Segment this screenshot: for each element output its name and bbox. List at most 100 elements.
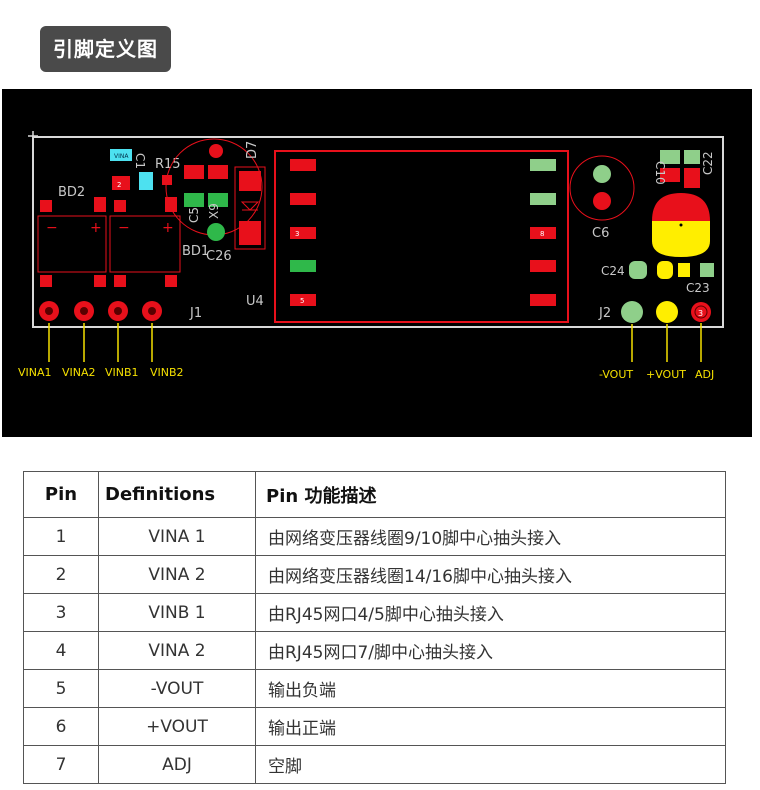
u4-pad-5-label: 5: [300, 297, 304, 305]
u4-pad-5: [290, 294, 316, 306]
j2-pad-3-label: 3: [698, 309, 703, 318]
c5-label: C5: [187, 207, 201, 223]
bd1-pad-4: [165, 275, 177, 287]
callout-vina2: VINA2: [62, 366, 96, 379]
diode-icon: [240, 201, 260, 211]
left-callout-lines: [48, 323, 153, 362]
j1-hole-2: [80, 307, 88, 315]
j2-pad-adj: [691, 302, 711, 322]
pin-definition: VINB 1: [98, 593, 256, 632]
r15-label: R15: [155, 157, 181, 172]
table-row: 2 VINA 2 由网络变压器线圈14/16脚中心抽头接入: [23, 555, 726, 594]
u4-pad-7: [530, 260, 556, 272]
u4-pad-2: [290, 193, 316, 205]
pin-definition: -VOUT: [98, 669, 256, 708]
c24-pad-a: [629, 261, 647, 279]
table-row: 5 -VOUT 输出负端: [23, 669, 726, 708]
bd1-minus: −: [118, 220, 130, 236]
header-pin: Pin: [23, 471, 99, 518]
d7-pad-b: [239, 221, 261, 245]
d7-pad-a: [239, 171, 261, 191]
c24-label: C24: [601, 264, 625, 278]
pin-number: 2: [23, 555, 99, 594]
u4-pad-3-label: 3: [295, 230, 299, 238]
vina-chip-label: VINA: [114, 153, 129, 160]
pin-description: 由RJ45网口4/5脚中心抽头接入: [255, 593, 726, 632]
c6-outline: [569, 155, 635, 221]
j1-hole-4: [148, 307, 156, 315]
r15-pad-b: [208, 165, 228, 179]
c6-pad-b: [593, 192, 611, 210]
r15-pad-a: [184, 165, 204, 179]
c22-pad-c: [684, 176, 700, 188]
j1-hole-3: [114, 307, 122, 315]
d7-label: D7: [245, 141, 260, 159]
bd2-label: BD2: [58, 185, 85, 200]
bd2-outline: [37, 215, 107, 273]
u4-pad-10: [530, 159, 556, 171]
c1-label: C1: [133, 153, 147, 169]
j1-hole-1: [45, 307, 53, 315]
c5-pad-a: [184, 193, 204, 207]
bd2-minus: −: [46, 220, 58, 236]
pin-number: 4: [23, 631, 99, 670]
board-outline: [32, 136, 724, 328]
pin-definition-table: Pin Definitions Pin 功能描述 1 VINA 1 由网络变压器…: [23, 471, 726, 784]
c24-pad-b: [657, 261, 673, 279]
c23-label: C23: [686, 281, 710, 295]
c10-pad-a: [660, 150, 680, 164]
c26-pad-top: [209, 144, 223, 158]
u4-pad-6: [530, 294, 556, 306]
j2-label: J2: [598, 306, 611, 321]
pin-definition: ADJ: [98, 745, 256, 784]
pin-number: 7: [23, 745, 99, 784]
pin-definition: VINA 1: [98, 517, 256, 556]
pin-number: 1: [23, 517, 99, 556]
bd2-plus: +: [90, 220, 102, 236]
c10-label: C10: [653, 161, 667, 185]
bd1-outline: [109, 215, 181, 273]
callout-vinb2: VINB2: [150, 366, 184, 379]
c6-pad-a: [593, 165, 611, 183]
j2-pad-adj-ring: [694, 305, 708, 319]
pad-2-label: 2: [117, 181, 121, 189]
bd2-pad-4: [94, 275, 106, 287]
inductor-bottom: [652, 221, 710, 257]
pin-description: 由网络变压器线圈14/16脚中心抽头接入: [255, 555, 726, 594]
x9-label: X9: [207, 203, 221, 219]
page-title: 引脚定义图: [40, 26, 171, 72]
c6-label: C6: [592, 226, 609, 241]
vina-chip: [110, 149, 132, 161]
pin-number: 6: [23, 707, 99, 746]
pin-description: 输出正端: [255, 707, 726, 746]
r15-pad: [162, 175, 172, 185]
bd1-plus: +: [162, 220, 174, 236]
u4-pad-8-label: 8: [540, 230, 544, 238]
inductor-center-dot: [679, 223, 683, 227]
u4-pad-9: [530, 193, 556, 205]
table-row: 6 +VOUT 输出正端: [23, 707, 726, 746]
j1-label: J1: [189, 306, 202, 321]
bd2-pad-3: [40, 275, 52, 287]
u4-label: U4: [246, 294, 264, 309]
cyan-pad: [139, 172, 153, 190]
pcb-background: [2, 89, 752, 437]
pin-description: 输出负端: [255, 669, 726, 708]
pin-definition: VINA 2: [98, 555, 256, 594]
u4-pad-3: [290, 227, 316, 239]
c23-pad-a: [678, 263, 690, 277]
pin-definition: +VOUT: [98, 707, 256, 746]
table-header-row: Pin Definitions Pin 功能描述: [23, 471, 726, 518]
header-description: Pin 功能描述: [255, 471, 726, 518]
u4-pad-4: [290, 260, 316, 272]
c26-pad-bottom: [207, 223, 225, 241]
origin-marker: [28, 131, 38, 141]
pin-description: 空脚: [255, 745, 726, 784]
inductor-top: [652, 193, 710, 221]
c26-label: C26: [206, 249, 232, 264]
callout-minus-vout: -VOUT: [599, 368, 633, 381]
table-row: 1 VINA 1 由网络变压器线圈9/10脚中心抽头接入: [23, 517, 726, 556]
pin-description: 由网络变压器线圈9/10脚中心抽头接入: [255, 517, 726, 556]
c23-pad-b: [700, 263, 714, 277]
bd1-pad-2: [165, 197, 177, 212]
